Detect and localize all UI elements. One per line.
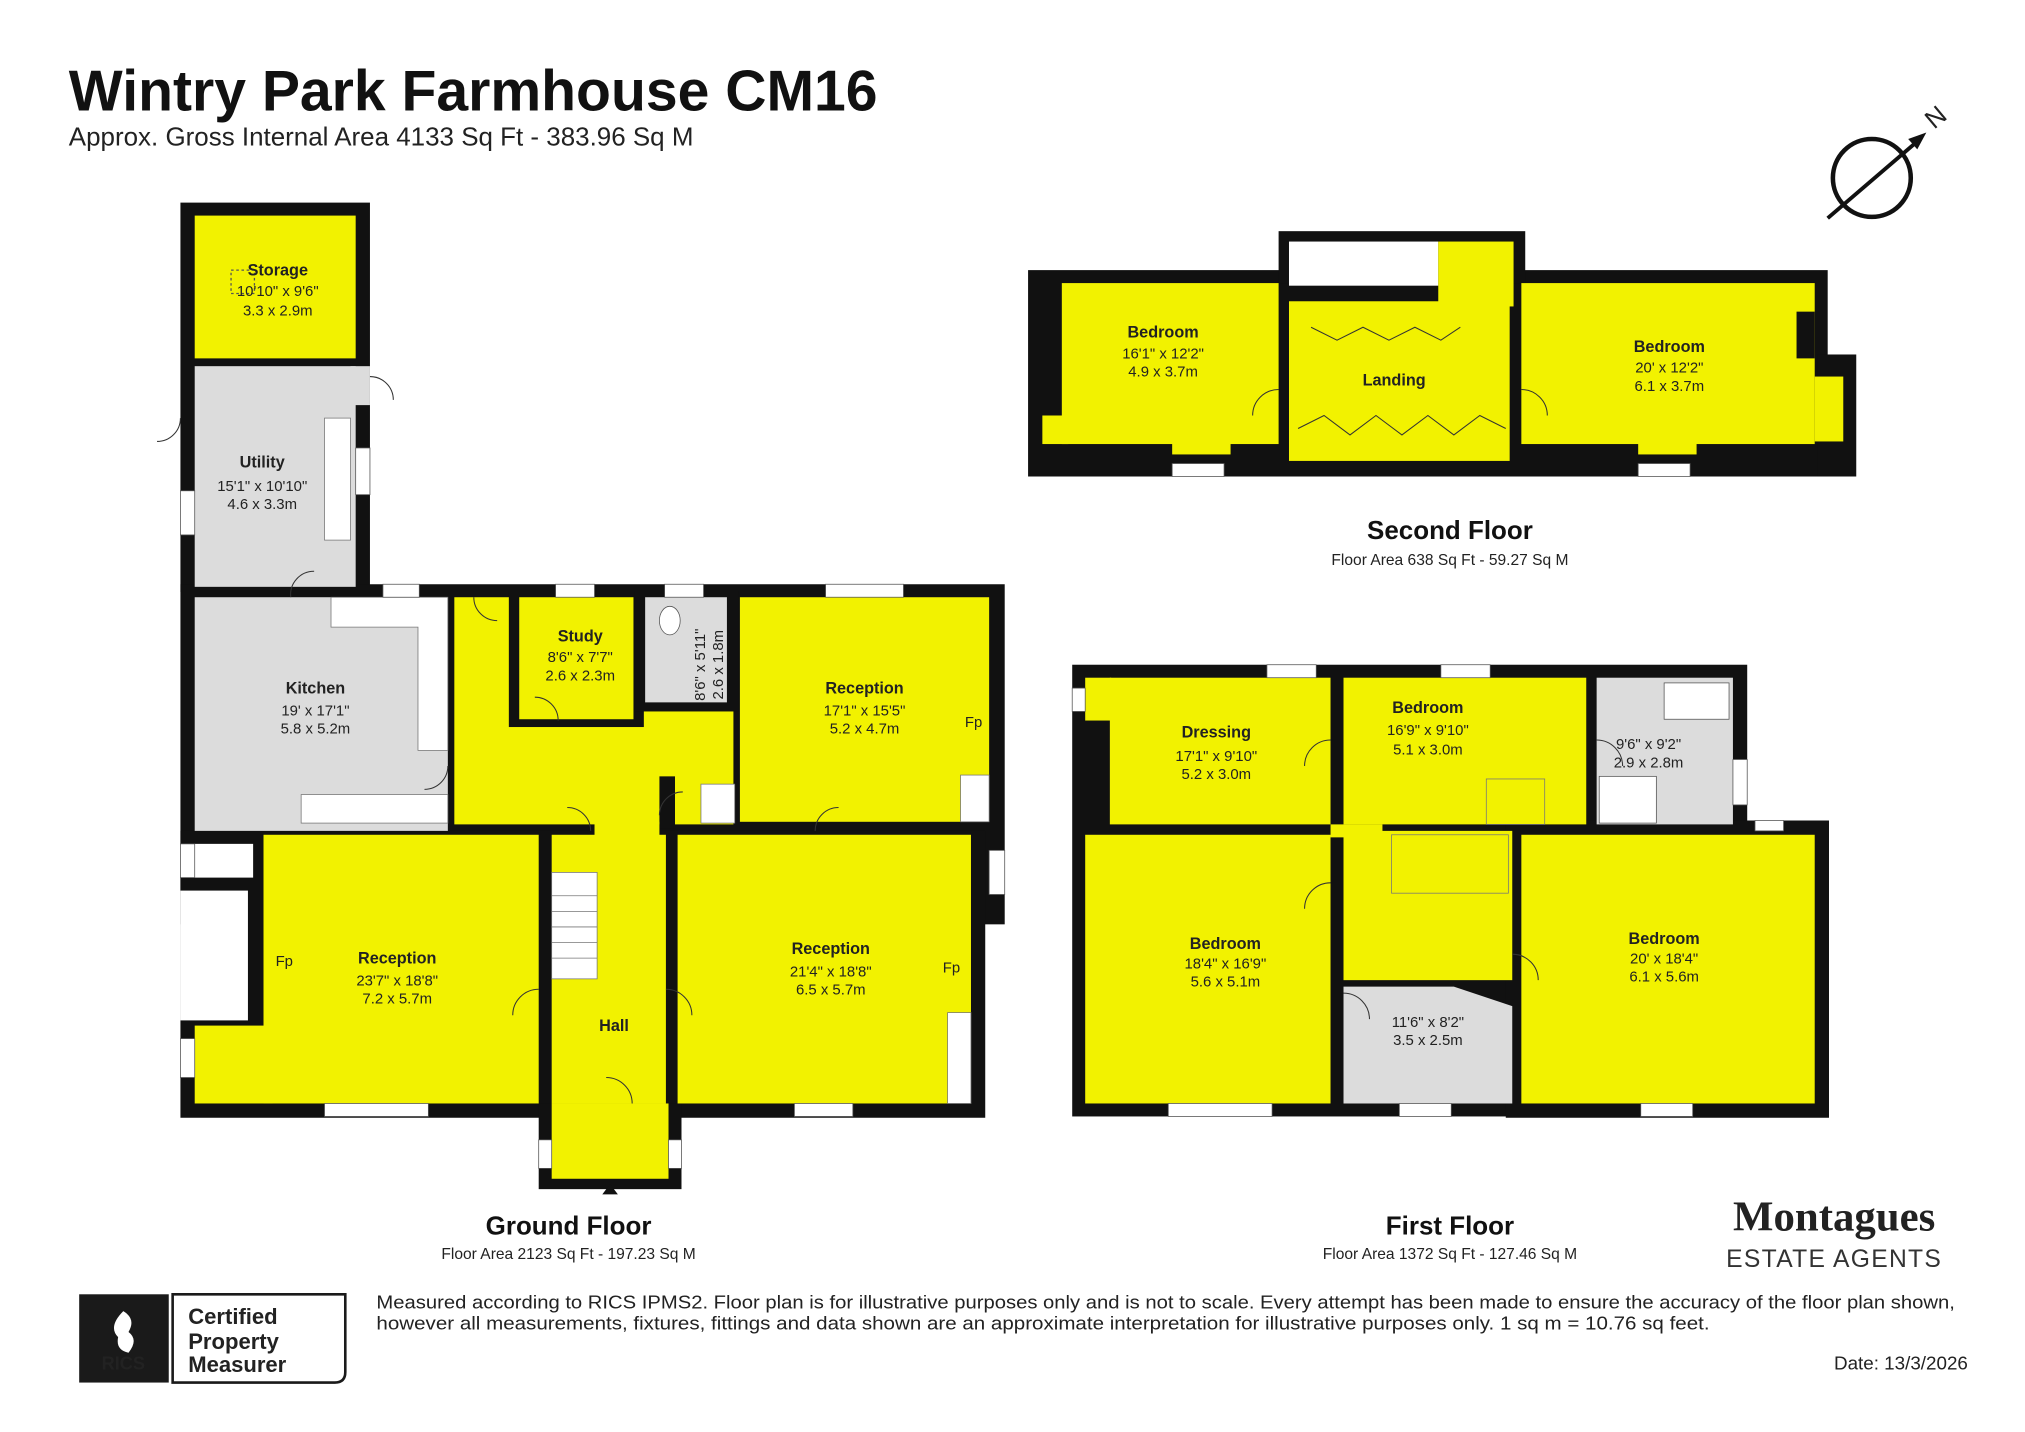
room-landing-first	[1343, 830, 1513, 981]
room-bedroom-sw	[1085, 834, 1331, 1104]
room-dimensions-imperial: 18'4" x 16'9"	[1185, 955, 1267, 972]
plan-date: Date: 13/3/2026	[1834, 1353, 1968, 1374]
room-dimensions-metric: 2.6 x 2.3m	[545, 667, 615, 684]
room-dimensions-metric: 3.3 x 2.9m	[243, 303, 313, 320]
floor-area: Floor Area 638 Sq Ft - 59.27 Sq M	[1331, 552, 1568, 569]
room-name: Bedroom	[1629, 930, 1700, 948]
room-dimensions-metric: 5.2 x 4.7m	[830, 721, 900, 738]
room-dimensions-metric: 5.1 x 3.0m	[1393, 741, 1463, 758]
room-porch	[551, 1103, 669, 1179]
room-dimensions-metric: 5.8 x 5.2m	[281, 721, 351, 738]
room-name: Kitchen	[286, 679, 345, 697]
rics-line2: Property	[188, 1329, 279, 1354]
room-dimensions-metric: 5.2 x 3.0m	[1181, 766, 1251, 783]
agent-logo: Montagues ESTATE AGENTS	[1726, 1194, 1942, 1273]
room-dimensions-metric: 6.1 x 5.6m	[1629, 968, 1699, 985]
fireplace-label: Fp	[965, 714, 982, 731]
rics-lion-icon	[113, 1311, 134, 1353]
room-name: Storage	[248, 261, 308, 279]
room-dressing	[1109, 677, 1331, 825]
room-landing	[1288, 301, 1510, 461]
gross-area: Approx. Gross Internal Area 4133 Sq Ft -…	[69, 121, 694, 151]
room-dimensions-imperial: 9'6" x 9'2"	[1616, 736, 1681, 753]
room-bedroom-sw	[1061, 283, 1279, 445]
room-dimensions-imperial: 16'9" x 9'10"	[1387, 722, 1469, 739]
room-dimensions-metric: 4.6 x 3.3m	[227, 496, 297, 513]
disclaimer-line-2: however all measurements, fixtures, fitt…	[376, 1312, 1709, 1333]
floor-area: Floor Area 1372 Sq Ft - 127.46 Sq M	[1323, 1246, 1577, 1263]
room-name: Bedroom	[1634, 338, 1705, 356]
compass-label: N	[1919, 99, 1953, 134]
room-name: Reception	[825, 679, 903, 697]
rics-line3: Measurer	[188, 1352, 286, 1377]
page-title: Wintry Park Farmhouse CM16	[69, 59, 878, 123]
ground-floor-plan: Storage 10'10" x 9'6" 3.3 x 2.9m Utility…	[157, 202, 1006, 1263]
room-dimensions-metric: 2.9 x 2.8m	[1614, 754, 1684, 771]
room-dimensions-imperial: 11'6" x 8'2"	[1392, 1014, 1464, 1031]
room-dimensions-imperial: 17'1" x 9'10"	[1175, 748, 1257, 765]
fireplace-label: Fp	[276, 953, 293, 970]
room-name: Bedroom	[1127, 324, 1198, 342]
room-name: Reception	[792, 940, 870, 958]
room-dimensions-imperial: 8'6" x 7'7"	[548, 649, 613, 666]
room-kitchen	[194, 597, 448, 831]
room-dimensions-metric: 3.5 x 2.5m	[1393, 1032, 1463, 1049]
first-floor-plan: Dressing 17'1" x 9'10" 5.2 x 3.0m Bedroo…	[1071, 664, 1829, 1263]
room-name: Hall	[599, 1017, 629, 1035]
room-dimensions-metric: 6.5 x 5.7m	[796, 981, 866, 998]
room-dimensions-imperial: 19' x 17'1"	[281, 702, 349, 719]
room-dimensions-metric: 2.6 x 1.8m	[710, 630, 727, 700]
agent-name: Montagues	[1733, 1194, 1935, 1241]
floor-title: Ground Floor	[486, 1211, 652, 1241]
room-study	[519, 597, 634, 720]
room-reception-w	[263, 834, 539, 1104]
floor-area: Floor Area 2123 Sq Ft - 197.23 Sq M	[441, 1246, 695, 1263]
rics-brand: RICS	[102, 1354, 145, 1374]
room-name: Study	[558, 627, 603, 645]
room-dimensions-metric: 5.6 x 5.1m	[1191, 974, 1261, 991]
room-dimensions-imperial: 20' x 12'2"	[1635, 360, 1703, 377]
room-dimensions-imperial: 23'7" x 18'8"	[356, 972, 438, 989]
room-dimensions-imperial: 17'1" x 15'5"	[824, 702, 906, 719]
room-dimensions-imperial: 8'6" x 5'11"	[692, 629, 709, 701]
room-name: Dressing	[1182, 723, 1251, 741]
fireplace-label: Fp	[943, 959, 960, 976]
room-bedroom-se	[1521, 834, 1815, 1104]
rics-line1: Certified	[188, 1304, 277, 1329]
room-dimensions-imperial: 16'1" x 12'2"	[1122, 345, 1204, 362]
floor-title: First Floor	[1386, 1211, 1514, 1241]
room-dimensions-metric: 4.9 x 3.7m	[1128, 364, 1198, 381]
room-storage	[194, 215, 356, 359]
room-wc	[645, 597, 727, 703]
room-name: Bedroom	[1190, 935, 1261, 953]
agent-tagline: ESTATE AGENTS	[1726, 1246, 1942, 1273]
room-reception-ne	[739, 597, 990, 822]
disclaimer-line-1: Measured according to RICS IPMS2. Floor …	[376, 1292, 1954, 1313]
room-dimensions-imperial: 15'1" x 10'10"	[217, 478, 307, 495]
rics-certified-badge: RICS Certified Property Measurer	[79, 1292, 347, 1384]
north-arrow-icon: N	[1826, 99, 1953, 220]
room-name: Utility	[240, 453, 285, 471]
room-dimensions-metric: 6.1 x 3.7m	[1635, 378, 1705, 395]
room-dimensions-imperial: 21'4" x 18'8"	[790, 963, 872, 980]
room-dimensions-metric: 7.2 x 5.7m	[362, 991, 432, 1008]
entrance-arrow-icon	[602, 1183, 618, 1195]
room-bedroom-se	[1521, 283, 1815, 445]
room-dimensions-imperial: 20' x 18'4"	[1630, 950, 1698, 967]
room-bedroom-n	[1343, 677, 1587, 825]
floor-title: Second Floor	[1367, 515, 1533, 545]
room-reception-e	[677, 834, 971, 1104]
second-floor-plan: Bedroom 16'1" x 12'2" 4.9 x 3.7m Landing…	[1028, 231, 1857, 569]
room-name: Reception	[358, 949, 436, 967]
room-dimensions-imperial: 10'10" x 9'6"	[237, 283, 319, 300]
room-name: Landing	[1363, 372, 1426, 390]
room-name: Bedroom	[1392, 699, 1463, 717]
room-bathroom-s	[1343, 986, 1513, 1104]
